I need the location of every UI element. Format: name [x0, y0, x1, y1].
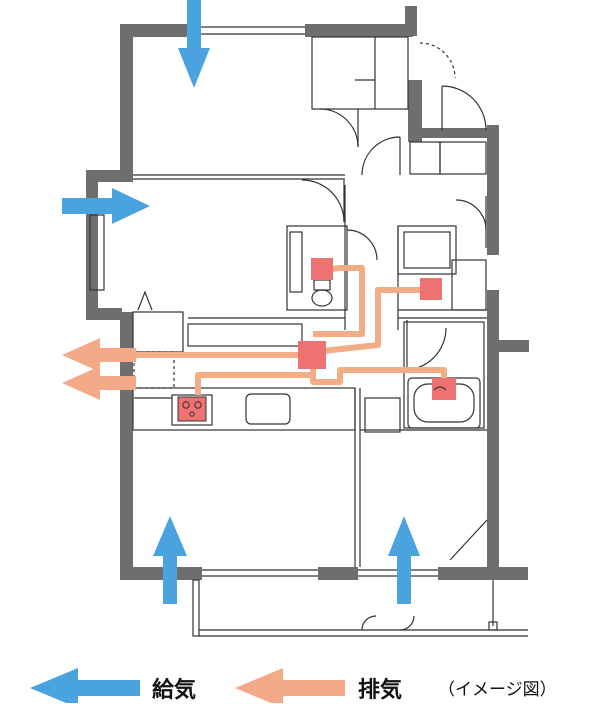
exhaust-duct	[136, 265, 447, 395]
supply-legend-label: 給気	[152, 678, 197, 703]
exterior-walls	[86, 6, 529, 580]
stove-icon	[177, 396, 207, 422]
exhaust-legend-label: 排気	[358, 678, 403, 703]
image-note: （イメージ図）	[438, 680, 557, 700]
supply-arrow-icon	[62, 0, 420, 604]
bathtub-icon	[433, 386, 447, 391]
exhaust-legend-arrow-icon	[235, 668, 345, 703]
exhaust-arrow-icon	[62, 338, 136, 400]
interior-lines	[89, 26, 528, 637]
supply-legend-arrow-icon	[30, 668, 140, 703]
toilet-icon	[311, 279, 333, 307]
